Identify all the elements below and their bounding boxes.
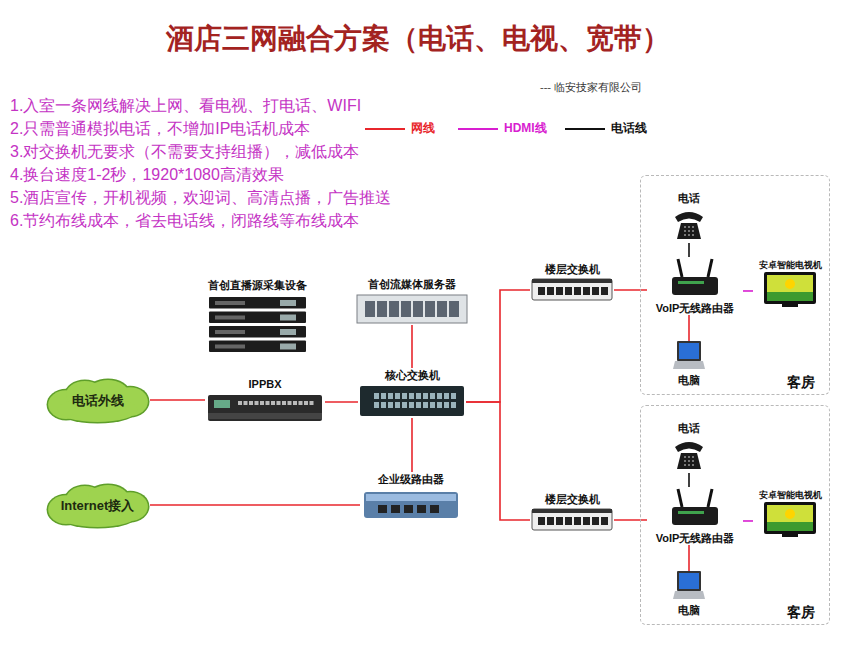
legend-line xyxy=(565,124,605,134)
pbx-icon xyxy=(208,393,322,421)
legend-text: 网线 xyxy=(411,120,435,137)
phone-icon xyxy=(673,437,705,471)
device-node: 首创直播源采集设备 xyxy=(195,278,320,356)
feature-note: 6.节约布线成本，省去电话线，闭路线等布线成本 xyxy=(10,211,359,231)
device-node: 核心交换机 xyxy=(358,368,466,418)
room-label: 客房 xyxy=(787,375,815,389)
cable-line xyxy=(411,418,413,472)
device-label: 电脑 xyxy=(678,603,700,617)
legend-text: 电话线 xyxy=(611,120,647,137)
laptop-icon xyxy=(673,571,705,599)
cable-line xyxy=(614,519,647,521)
device-node: 首创流媒体服务器 xyxy=(352,277,472,325)
company-note: --- 临安技家有限公司 xyxy=(540,80,642,95)
device-node: 电话 xyxy=(669,191,709,243)
device-label: 楼层交换机 xyxy=(545,262,600,276)
cable-line xyxy=(325,401,358,403)
feature-note: 1.入室一条网线解决上网、看电视、打电话、WIFI xyxy=(10,96,361,116)
device-label: 电话外线 xyxy=(72,394,124,408)
device-node: IPPBX xyxy=(205,377,325,422)
device-node: 电脑 xyxy=(669,571,709,617)
feature-note: 3.对交换机无要求（不需要支持组播），减低成本 xyxy=(10,142,359,162)
cable-line xyxy=(743,520,753,522)
feature-note: 5.酒店宣传，开机视频，欢迎词、高清点播，广告推送 xyxy=(10,188,391,208)
device-label: IPPBX xyxy=(248,377,281,391)
tv-icon xyxy=(764,502,816,538)
device-node: 楼层交换机 xyxy=(530,492,614,532)
cable-line xyxy=(688,545,690,571)
cable-line xyxy=(688,315,690,341)
device-label: 电脑 xyxy=(678,373,700,387)
laptop-icon xyxy=(673,341,705,369)
phone-icon xyxy=(673,207,705,241)
device-label: VoIP无线路由器 xyxy=(656,301,735,315)
device-node: 电话 xyxy=(669,421,709,473)
cable-line xyxy=(614,289,647,291)
cable-line xyxy=(688,473,690,487)
device-label: Internet接入 xyxy=(61,499,135,513)
legend-item: 网线 xyxy=(365,120,435,137)
cable-line xyxy=(466,402,530,520)
cable-line xyxy=(150,399,205,401)
tv-icon xyxy=(764,272,816,308)
device-label: 核心交换机 xyxy=(385,368,440,382)
legend-line xyxy=(458,124,498,134)
guest-room-region: 电话 VoIP无线路由器 安卓智能电视机电脑 客房 xyxy=(640,405,830,625)
device-node: VoIP无线路由器 xyxy=(647,487,743,545)
device-label: VoIP无线路由器 xyxy=(656,531,735,545)
device-node: 企业级路由器 xyxy=(360,472,462,520)
switch-icon xyxy=(360,386,464,416)
device-label: 首创直播源采集设备 xyxy=(208,278,307,292)
cable-line xyxy=(743,290,753,292)
cable-line xyxy=(688,243,690,257)
legend-line xyxy=(365,124,405,134)
page-title: 酒店三网融合方案（电话、电视、宽带） xyxy=(0,20,836,58)
device-node: 电脑 xyxy=(669,341,709,387)
server-icon xyxy=(357,295,467,323)
device-label: 电话 xyxy=(678,421,700,435)
device-label: 安卓智能电视机 xyxy=(759,488,822,502)
floorsw-icon xyxy=(532,279,612,300)
legend-item: 电话线 xyxy=(565,120,647,137)
device-node: Internet接入 xyxy=(45,483,150,528)
device-label: 企业级路由器 xyxy=(378,472,444,486)
cable-line xyxy=(150,504,360,506)
device-node: 安卓智能电视机 xyxy=(753,258,827,310)
legend-item: HDMI线 xyxy=(458,120,547,137)
device-label: 电话 xyxy=(678,191,700,205)
cable-line xyxy=(411,325,413,368)
device-label: 安卓智能电视机 xyxy=(759,258,822,272)
floorsw-icon xyxy=(532,509,612,530)
cable-line xyxy=(466,290,530,402)
device-label: 首创流媒体服务器 xyxy=(368,277,456,291)
device-node: 电话外线 xyxy=(45,378,150,423)
rack-icon xyxy=(205,296,310,354)
device-node: 安卓智能电视机 xyxy=(753,488,827,540)
feature-note: 2.只需普通模拟电话，不增加IP电话机成本 xyxy=(10,119,310,139)
device-label: 楼层交换机 xyxy=(545,492,600,506)
device-node: 楼层交换机 xyxy=(530,262,614,302)
router-icon xyxy=(364,492,458,518)
feature-note: 4.换台速度1-2秒，1920*1080高清效果 xyxy=(10,165,284,185)
voip-icon xyxy=(670,257,720,299)
device-node: VoIP无线路由器 xyxy=(647,257,743,315)
room-label: 客房 xyxy=(787,605,815,619)
voip-icon xyxy=(670,487,720,529)
guest-room-region: 电话 VoIP无线路由器 安卓智能电视机电脑 客房 xyxy=(640,175,830,395)
legend-text: HDMI线 xyxy=(504,120,547,137)
